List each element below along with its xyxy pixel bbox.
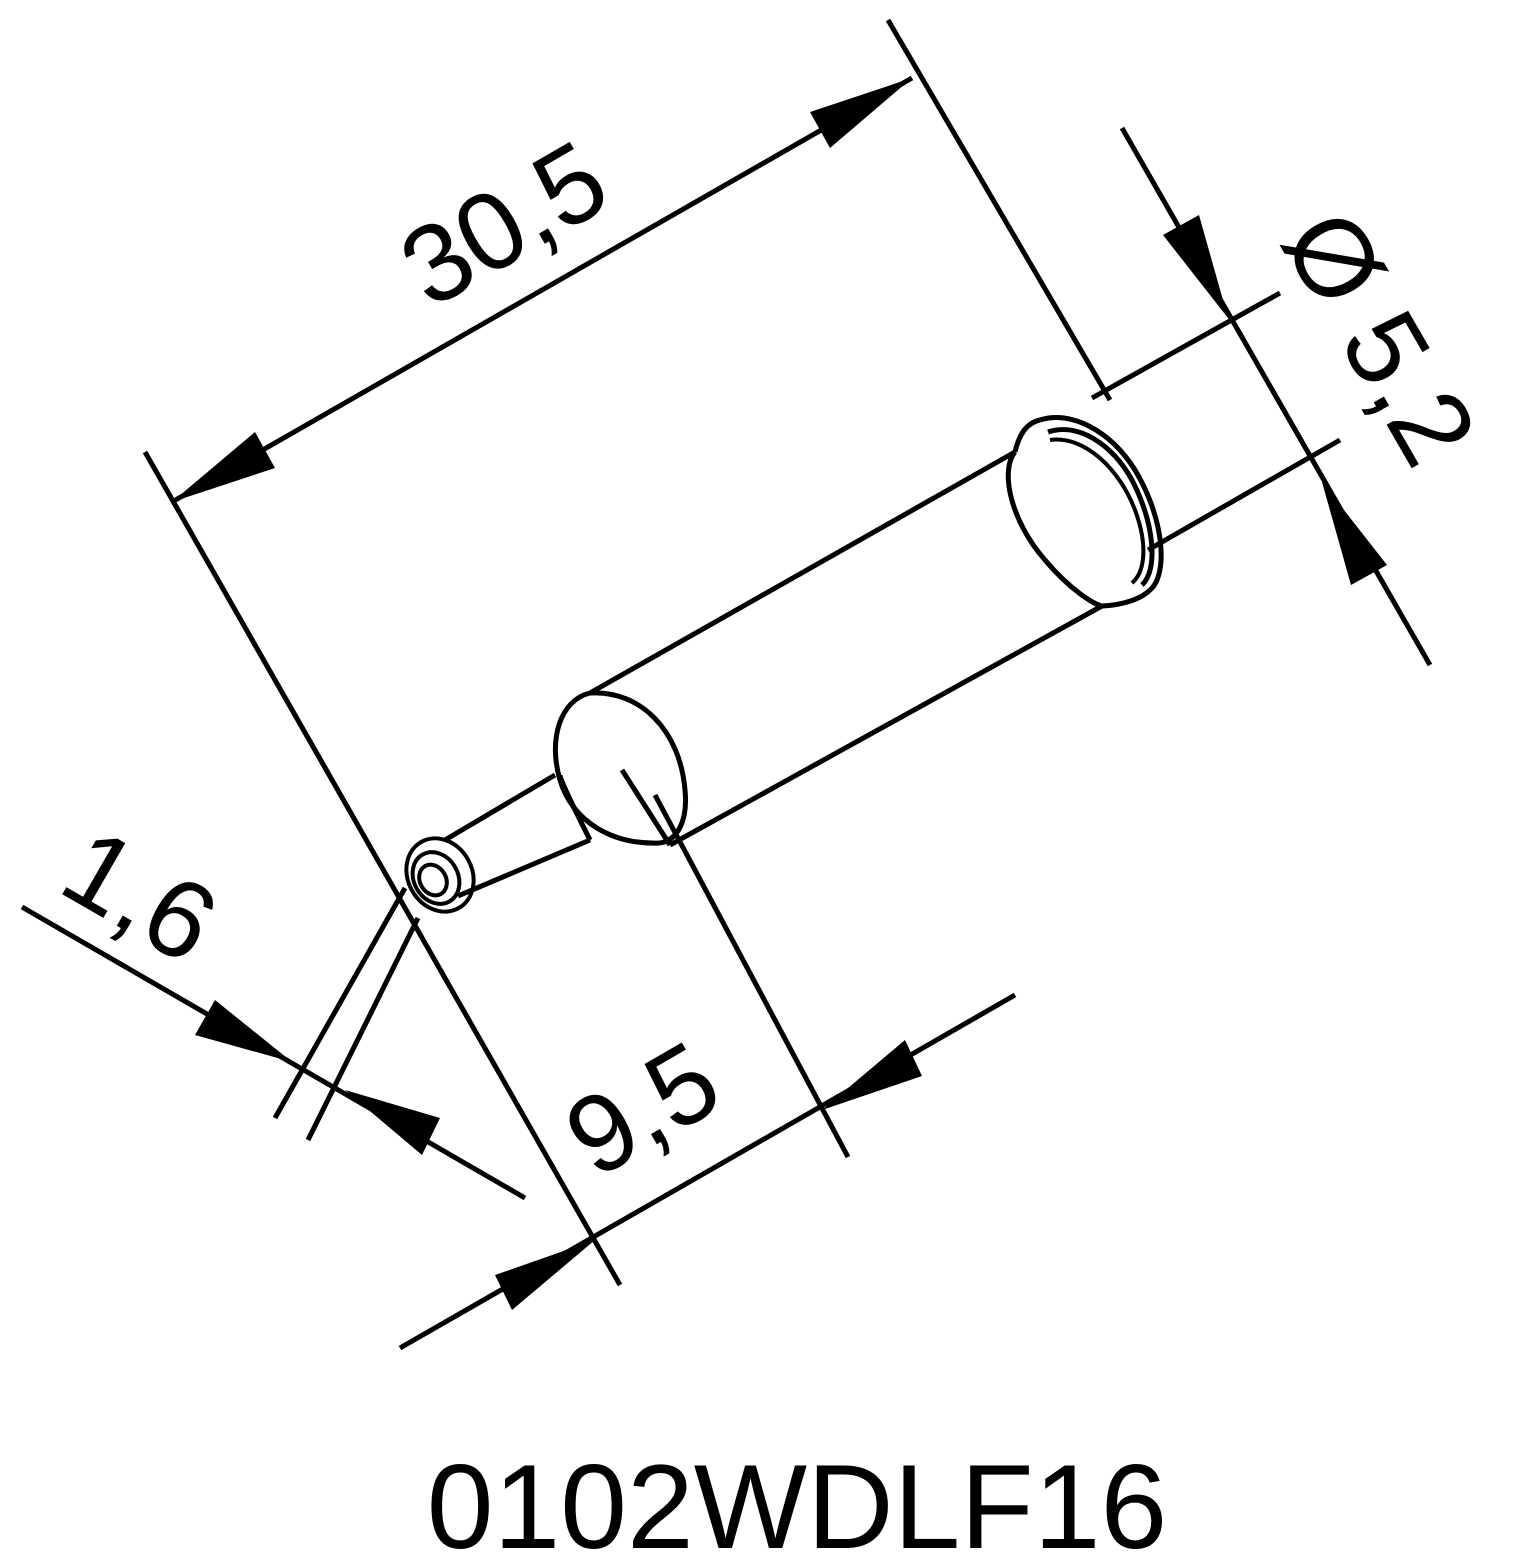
dim-tip-width [20, 886, 527, 1201]
dim-overall-length-label: 30,5 [381, 117, 628, 331]
part-number: 0102WDLF16 [427, 1440, 1167, 1560]
tip-outline [404, 414, 1164, 914]
dim-overall-length [142, 18, 1113, 1287]
dim-shank-diameter-label: Ø 5,2 [1259, 191, 1500, 486]
dim-taper-length-label: 9,5 [546, 1018, 740, 1201]
dim-tip-width-label: 1,6 [43, 804, 237, 987]
dim-shank-diameter [1090, 126, 1433, 667]
dim-taper-length [398, 793, 1017, 1351]
